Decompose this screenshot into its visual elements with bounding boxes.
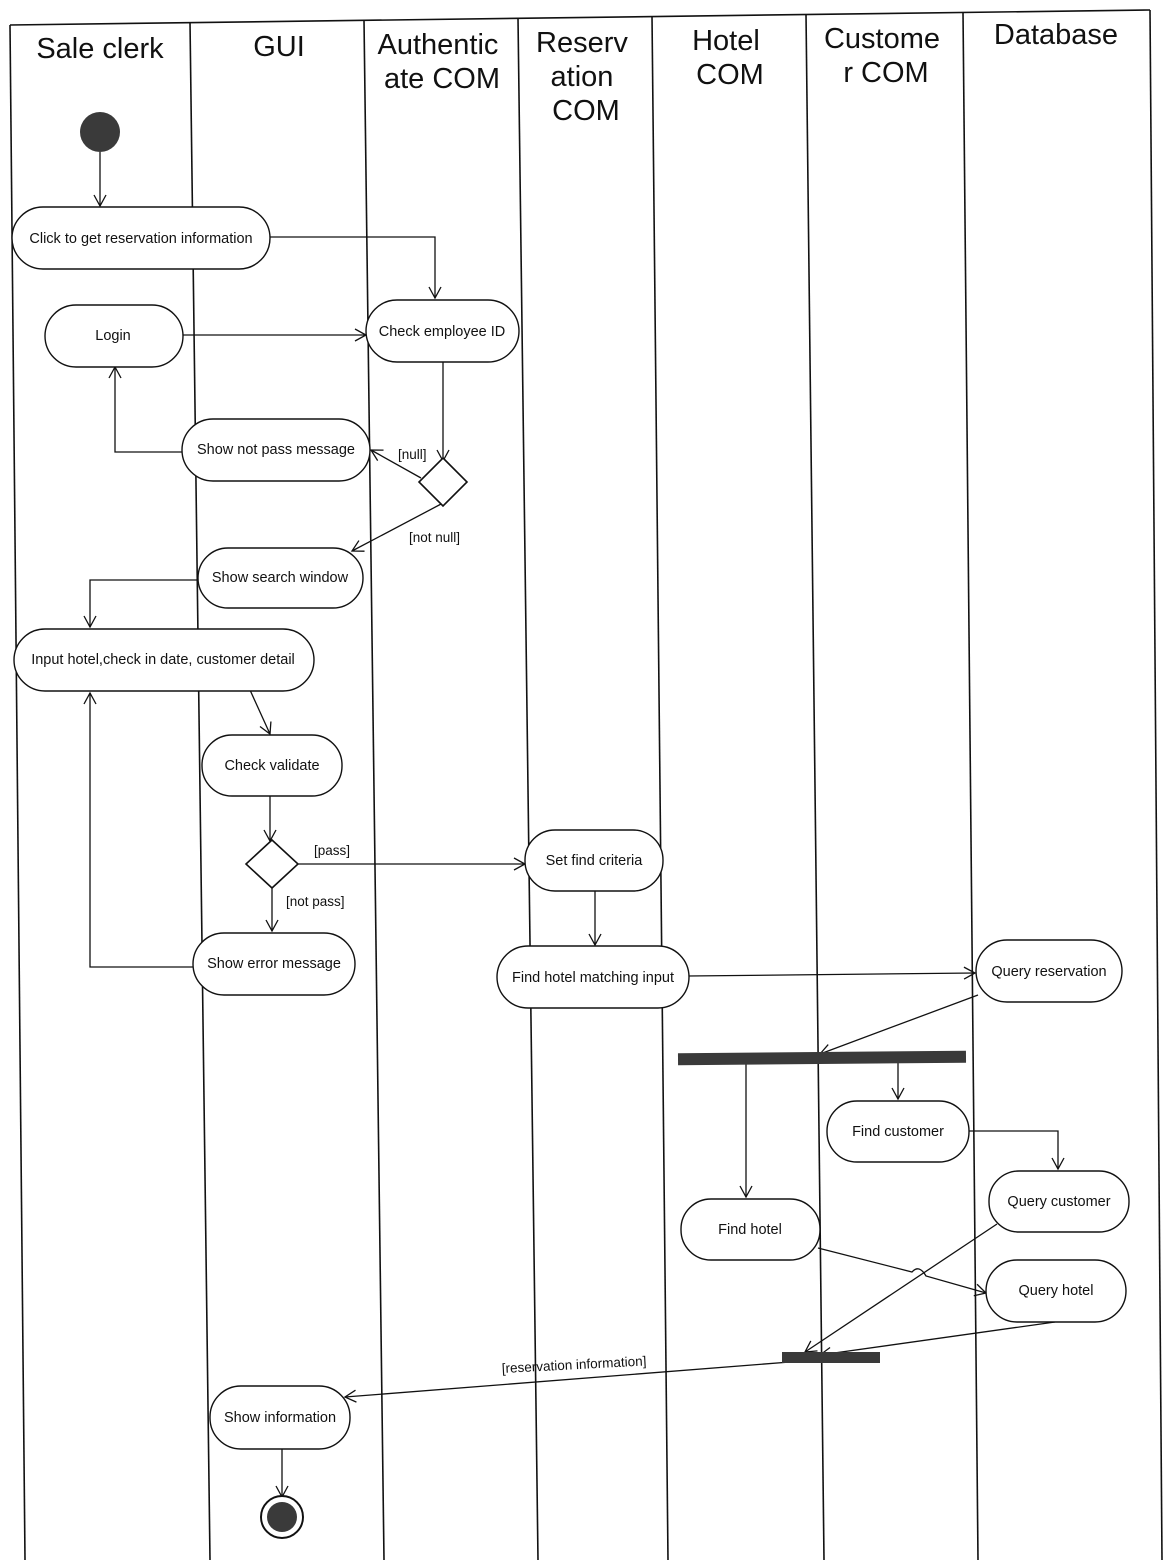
edge-query-reservation-to-fork	[818, 994, 979, 1057]
activity-show-information: Show information	[209, 1385, 351, 1450]
flow-edges	[83, 152, 1065, 1499]
activity-check-employee-id: Check employee ID	[365, 299, 520, 363]
activity-label: Show information	[224, 1410, 336, 1426]
activity-find-customer: Find customer	[826, 1100, 970, 1163]
initial-node	[80, 112, 120, 152]
lane-title-gui: GUI	[253, 31, 305, 63]
lane-titles: Sale clerk GUI Authentic ate COM Reserv …	[36, 19, 1118, 127]
activity-label: Show error message	[207, 956, 341, 972]
edge-decision-to-not-pass	[369, 449, 422, 479]
activity-label: Click to get reservation information	[29, 231, 252, 247]
activity-label: Find hotel	[718, 1222, 782, 1238]
activity-label: Query hotel	[1019, 1283, 1094, 1299]
guard-not-null: [not null]	[409, 530, 460, 545]
activity-label: Set find criteria	[546, 853, 644, 869]
validate-decision-node	[244, 838, 300, 890]
lane-title-hotel-com: Hotel COM	[692, 25, 768, 91]
activity-set-find-criteria: Set find criteria	[524, 829, 664, 892]
activity-show-search-window: Show search window	[197, 547, 364, 609]
guard-not-pass: [not pass]	[286, 894, 345, 909]
lane-title-database: Database	[994, 19, 1118, 51]
activity-query-hotel: Query hotel	[985, 1259, 1127, 1323]
activity-label: Find hotel matching input	[512, 970, 674, 986]
edge-find-hotel-to-query-hotel	[817, 1247, 988, 1297]
swimlane-frame	[9, 9, 1163, 1561]
guard-reservation-information: [reservation information]	[501, 1353, 646, 1376]
activity-query-customer: Query customer	[988, 1170, 1130, 1233]
edge-click-to-check-id	[270, 236, 442, 300]
edge-error-to-input	[83, 691, 193, 968]
activity-label: Check employee ID	[379, 324, 506, 340]
activity-query-reservation: Query reservation	[975, 939, 1123, 1003]
edge-input-to-validate	[249, 689, 272, 736]
activity-label: Show search window	[212, 570, 349, 586]
activity-label: Show not pass message	[197, 442, 355, 458]
activity-label: Check validate	[224, 758, 319, 774]
edge-join-to-show-information	[343, 1361, 791, 1403]
lane-title-customer-com: Custome r COM	[824, 23, 948, 89]
edge-query-customer-to-join	[803, 1223, 998, 1353]
activity-check-validate: Check validate	[201, 734, 343, 797]
activity-login: Login	[44, 304, 184, 368]
join-bar	[782, 1352, 880, 1363]
activity-click-reservation: Click to get reservation information	[11, 206, 271, 270]
lane-title-reservation-com: Reserv ation COM	[536, 27, 636, 127]
edge-matching-to-query-reservation	[687, 966, 977, 980]
activity-input-details: Input hotel,check in date, customer deta…	[13, 628, 315, 692]
guard-null: [null]	[398, 447, 427, 462]
final-node	[260, 1495, 304, 1539]
edge-search-to-input	[83, 579, 198, 629]
activity-label: Query reservation	[991, 964, 1106, 980]
activity-label: Query customer	[1007, 1194, 1110, 1210]
lane-title-sale-clerk: Sale clerk	[36, 33, 164, 65]
activity-find-hotel: Find hotel	[680, 1198, 821, 1261]
edge-not-pass-to-login	[108, 365, 182, 453]
activity-label: Find customer	[852, 1124, 944, 1140]
activity-label: Input hotel,check in date, customer deta…	[31, 652, 295, 668]
edge-decision-to-search	[350, 502, 444, 552]
activity-label: Login	[95, 328, 130, 344]
edge-find-customer-to-query-customer	[968, 1130, 1065, 1171]
login-decision-node	[417, 456, 469, 508]
edge-query-hotel-to-join	[818, 1321, 1056, 1361]
lane-title-authenticate-com: Authentic ate COM	[378, 29, 507, 95]
activity-show-not-pass: Show not pass message	[181, 418, 371, 482]
fork-bar	[677, 1050, 967, 1066]
activity-show-error: Show error message	[192, 932, 356, 996]
activity-find-hotel-matching: Find hotel matching input	[496, 945, 690, 1009]
guard-pass: [pass]	[314, 843, 350, 858]
